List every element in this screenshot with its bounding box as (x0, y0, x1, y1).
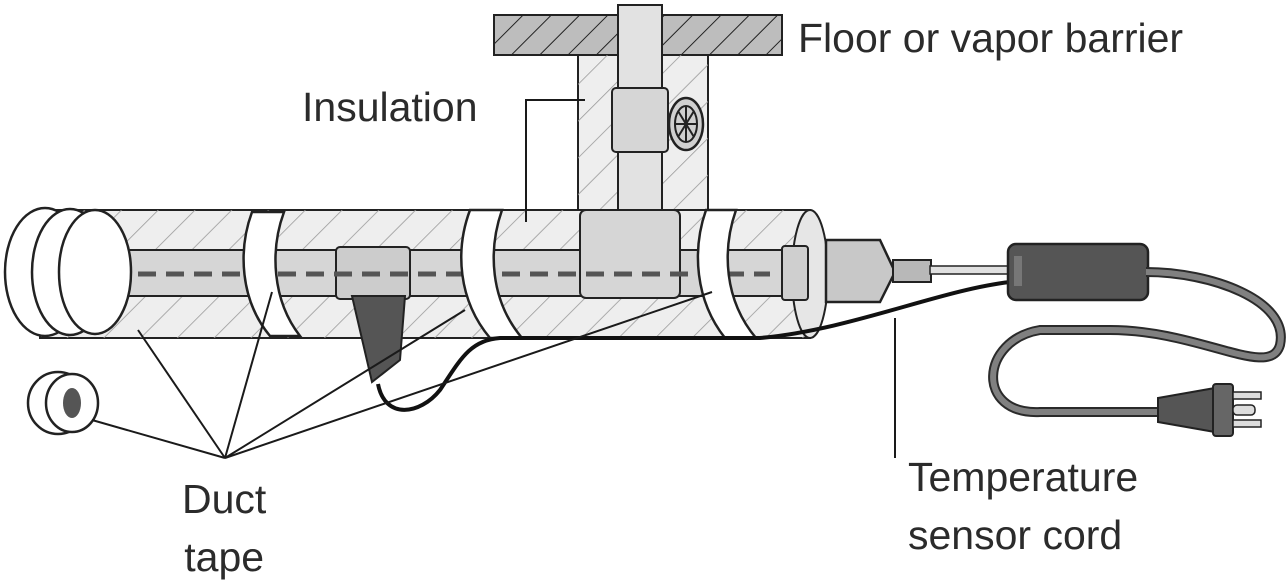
control-box (1006, 242, 1150, 302)
label-duct-tape: Duct tape (182, 470, 266, 581)
label-temp-line1: Temperature (908, 454, 1139, 500)
label-temp-line2: sensor cord (908, 512, 1123, 558)
label-duct-line2: tape (184, 534, 265, 580)
valve-wheel (667, 96, 705, 152)
label-temperature-sensor-cord: Temperature sensor cord (908, 448, 1138, 564)
duct-leader-stack (137, 329, 226, 459)
label-floor: Floor or vapor barrier (798, 15, 1184, 61)
duct-tape-bands (242, 208, 759, 340)
insulation-leader (525, 99, 585, 222)
loose-tape-roll (26, 370, 100, 436)
tape-roll-stack (3, 206, 133, 338)
leader-lines (91, 99, 896, 459)
duct-leader-roll (91, 419, 226, 459)
heat-cable (376, 280, 1011, 412)
duct-leader-band3 (224, 291, 713, 459)
duct-leader-band2 (224, 309, 466, 459)
vertical-pipe (611, 4, 669, 211)
label-insulation: Insulation (302, 84, 478, 130)
thermostat-block (350, 295, 407, 384)
duct-leader-band1 (224, 291, 273, 459)
label-duct-line1: Duct (182, 476, 267, 522)
power-plug (1157, 383, 1262, 437)
